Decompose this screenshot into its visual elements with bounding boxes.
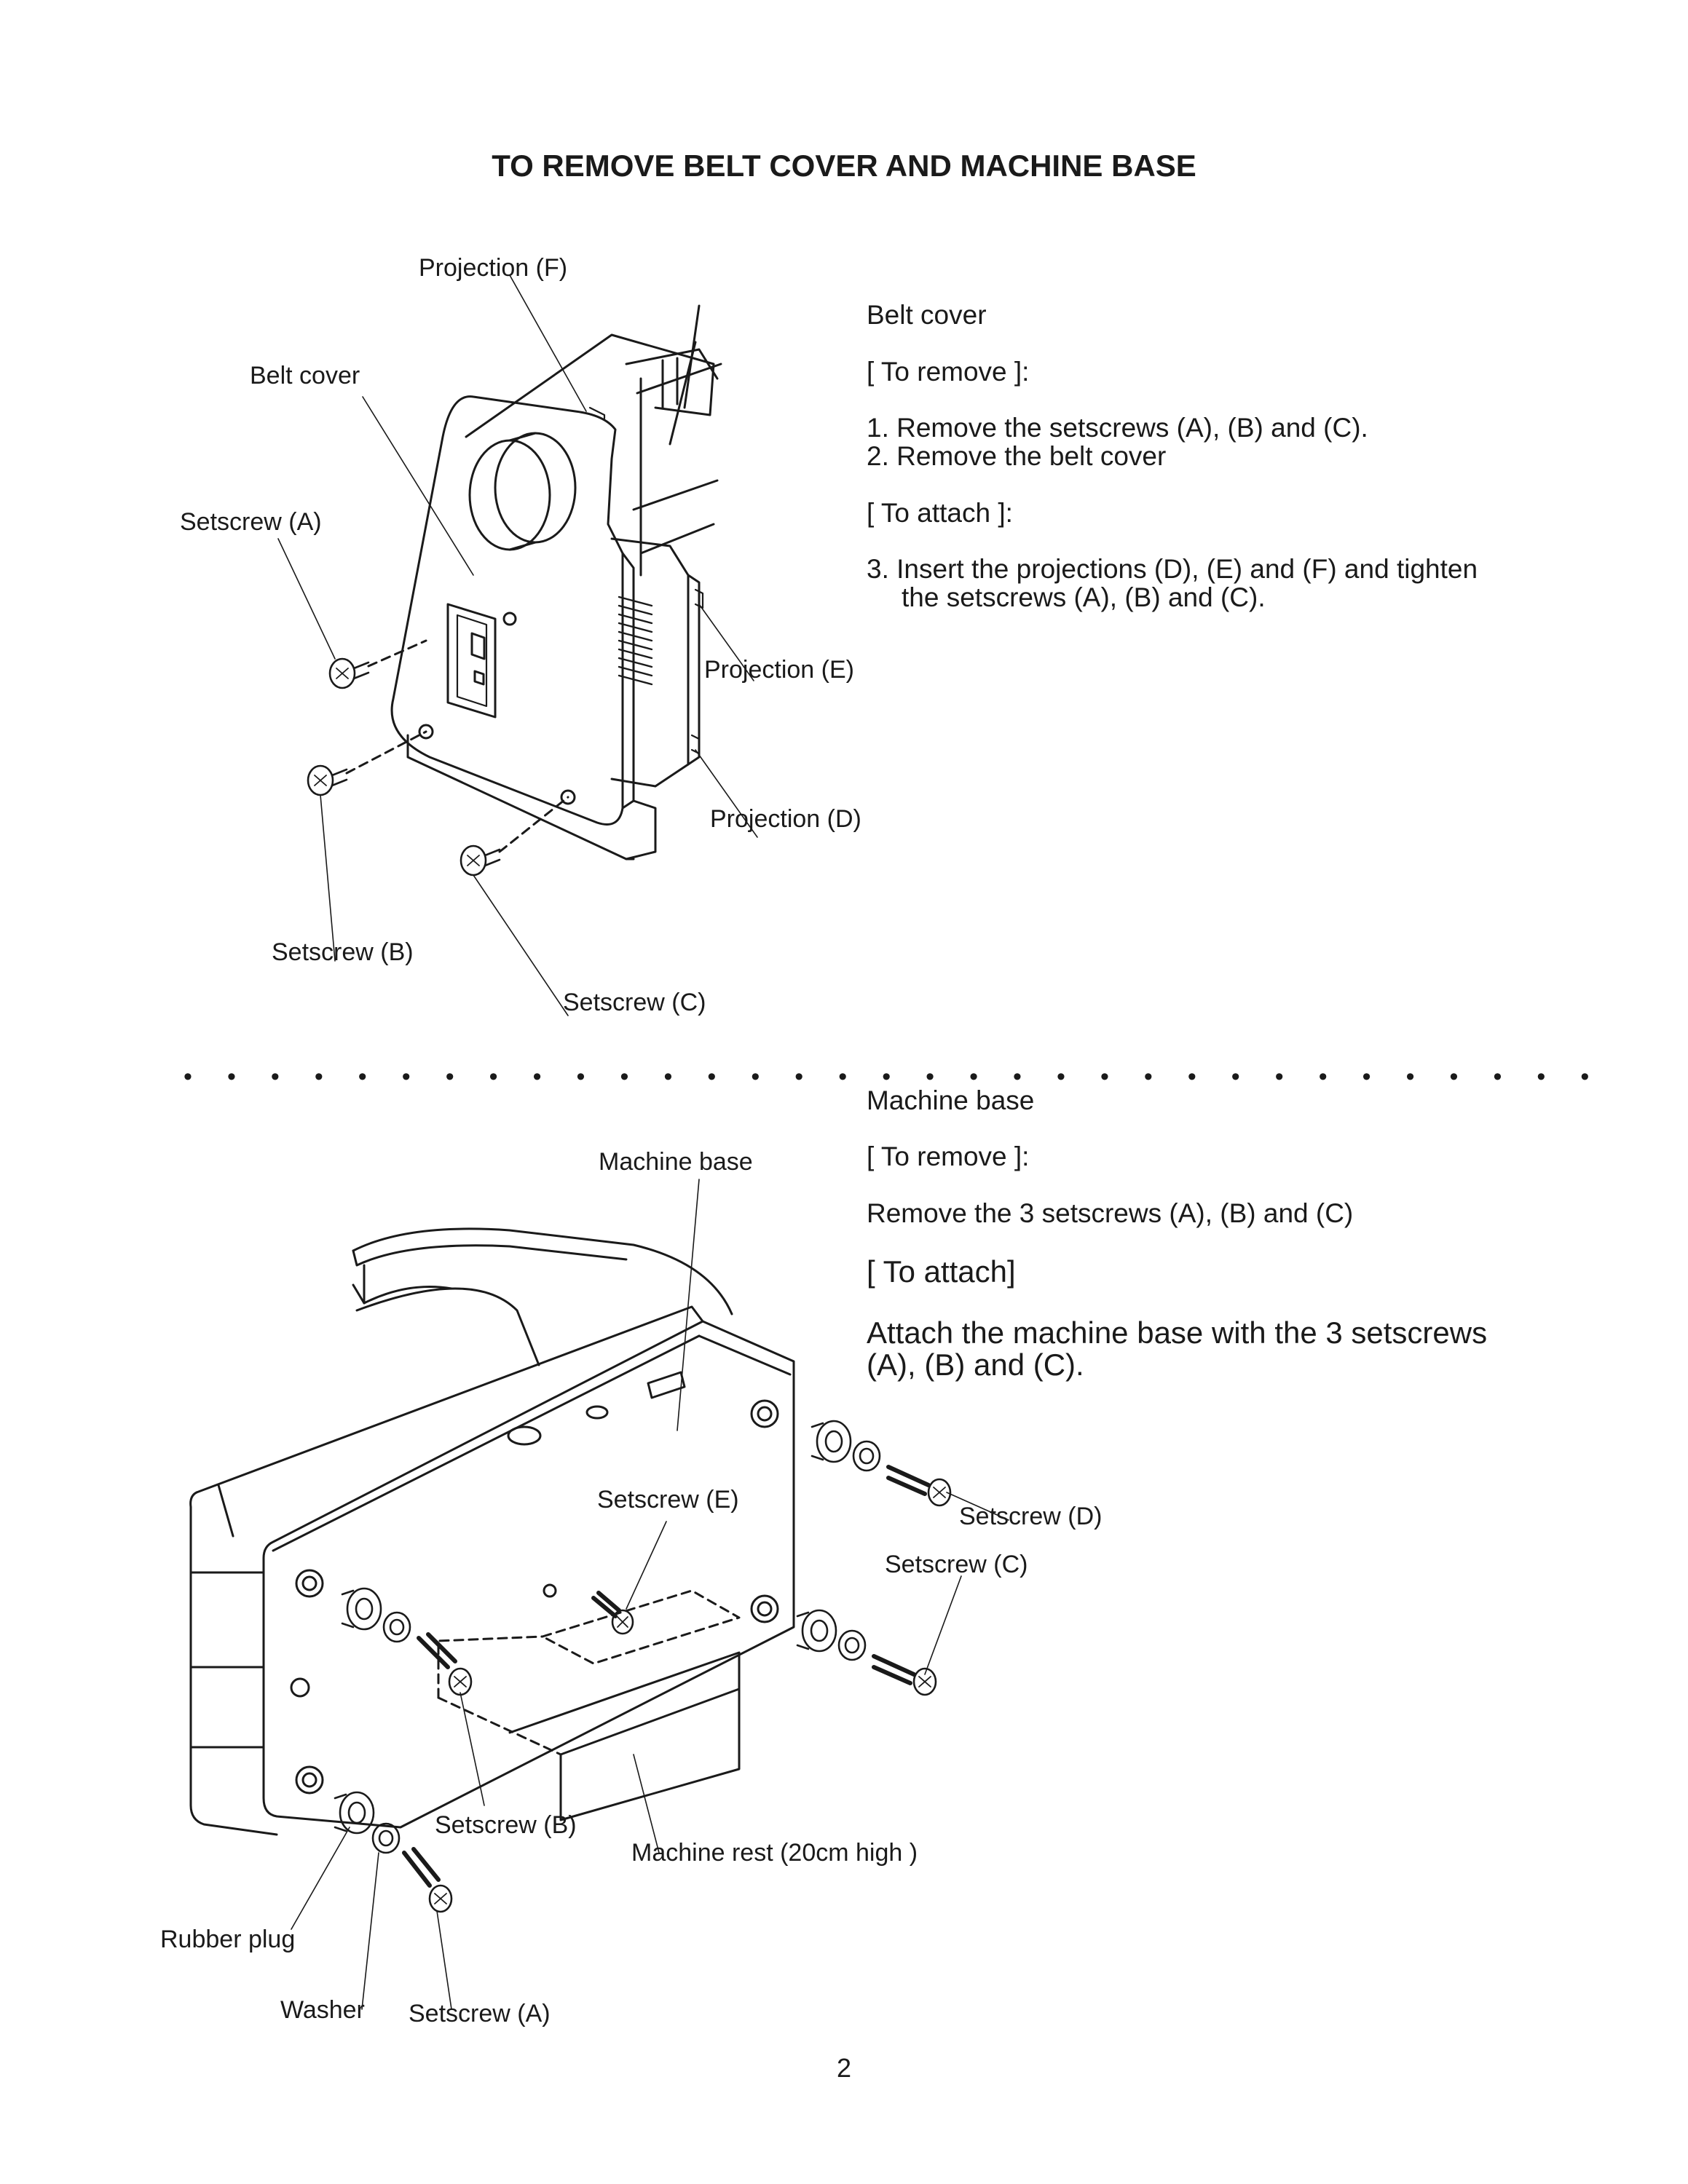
label-setscrew-c-top: Setscrew (C): [563, 989, 706, 1016]
base-remove-step: Remove the 3 setscrews (A), (B) and (C): [867, 1198, 1354, 1228]
belt-step-1: 1. Remove the setscrews (A), (B) and (C)…: [867, 413, 1368, 443]
label-machine-rest: Machine rest (20cm high ): [631, 1839, 918, 1867]
label-machine-base: Machine base: [599, 1148, 753, 1176]
machine-base-diagram: [189, 1179, 1009, 2010]
base-remove-heading: [ To remove ]:: [867, 1142, 1030, 1171]
label-belt-cover: Belt cover: [250, 362, 360, 389]
belt-cover-heading: Belt cover: [867, 300, 987, 330]
base-attach-line-2: (A), (B) and (C).: [867, 1348, 1084, 1382]
label-setscrew-a-bottom: Setscrew (A): [409, 2000, 551, 2027]
label-setscrew-c-bottom: Setscrew (C): [885, 1551, 1028, 1578]
label-projection-e: Projection (E): [704, 656, 854, 684]
belt-remove-heading: [ To remove ]:: [867, 357, 1030, 387]
label-projection-f: Projection (F): [419, 254, 568, 282]
base-attach-heading: [ To attach]: [867, 1254, 1016, 1289]
belt-step-2: 2. Remove the belt cover: [867, 441, 1167, 471]
label-setscrew-b-bottom: Setscrew (B): [435, 1811, 577, 1839]
machine-base-heading: Machine base: [867, 1085, 1035, 1115]
belt-step-3-line-1: 3. Insert the projections (D), (E) and (…: [867, 554, 1478, 584]
label-setscrew-d: Setscrew (D): [959, 1503, 1103, 1530]
page-number: 2: [836, 2053, 852, 2083]
label-setscrew-a-top: Setscrew (A): [180, 508, 322, 536]
page-title: TO REMOVE BELT COVER AND MACHINE BASE: [492, 149, 1196, 183]
label-rubber-plug: Rubber plug: [160, 1926, 296, 1953]
belt-attach-heading: [ To attach ]:: [867, 498, 1013, 528]
section-separator: • • • • • • • • • • • • • • • • • • • • …: [184, 1063, 1604, 1091]
label-setscrew-b-top: Setscrew (B): [272, 938, 414, 966]
base-attach-line-1: Attach the machine base with the 3 setsc…: [867, 1315, 1488, 1350]
label-setscrew-e: Setscrew (E): [597, 1486, 739, 1514]
label-projection-d: Projection (D): [710, 805, 861, 833]
label-washer: Washer: [280, 1996, 365, 2024]
belt-step-3-line-2: the setscrews (A), (B) and (C).: [902, 582, 1266, 612]
belt-cover-diagram: [277, 274, 758, 1016]
